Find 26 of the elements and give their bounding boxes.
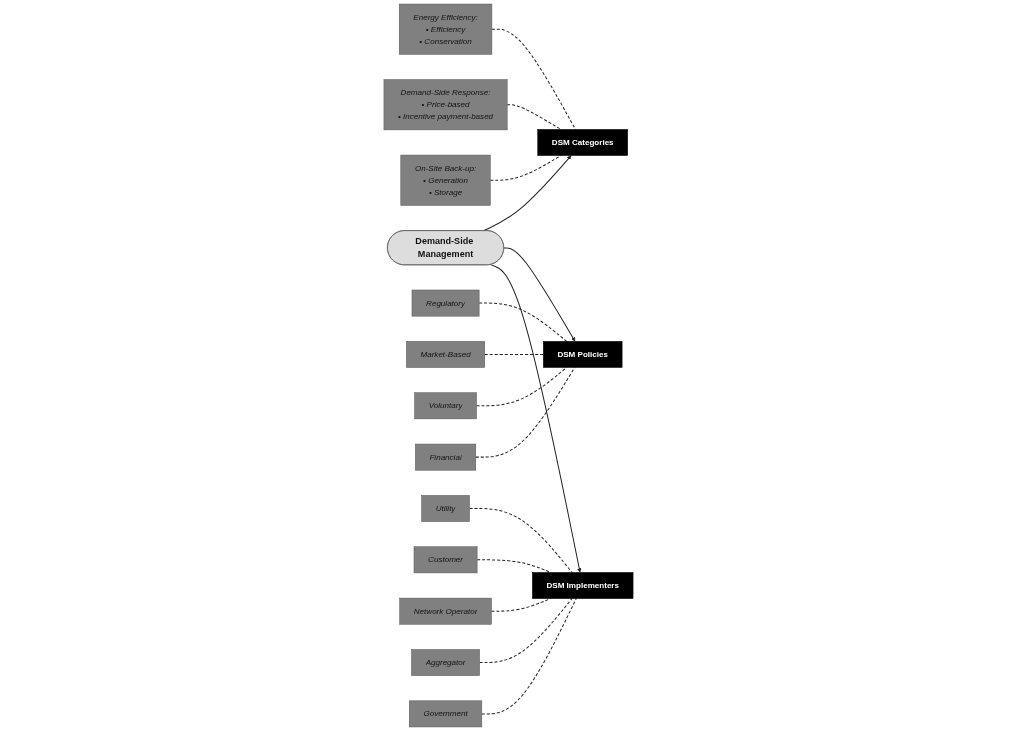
node-box: DSM Categories <box>537 129 628 156</box>
connector <box>489 155 562 181</box>
connector <box>491 28 576 130</box>
connector <box>476 559 552 573</box>
connector <box>479 598 573 664</box>
node-box: DSM Policies <box>543 341 623 368</box>
node-box: Financial <box>415 443 476 471</box>
node-box: Government <box>409 700 483 728</box>
connector <box>481 598 577 715</box>
node-box: Regulatory <box>411 289 480 317</box>
connector <box>484 353 544 355</box>
connector <box>469 507 573 573</box>
node-box: Market-Based <box>406 341 485 368</box>
node-box: Customer <box>413 546 478 574</box>
node-box: Aggregator <box>411 649 480 676</box>
arrow <box>503 247 576 342</box>
node-box: Energy Efficiency: • Efficiency • Conservation <box>399 3 493 55</box>
node-box: Voluntary <box>414 392 477 420</box>
connector <box>478 302 568 342</box>
node-box: Utility <box>421 495 470 522</box>
node-box: On-Site Back-up: • Generation • Storage <box>400 154 491 206</box>
node-box: Demand-Side Response: • Price-based • Incentive payment-based <box>383 79 508 131</box>
node-box: DSM Implementers <box>532 572 634 599</box>
connector <box>475 367 576 458</box>
node-box: Network Operator <box>399 597 492 625</box>
arrow <box>490 264 582 573</box>
